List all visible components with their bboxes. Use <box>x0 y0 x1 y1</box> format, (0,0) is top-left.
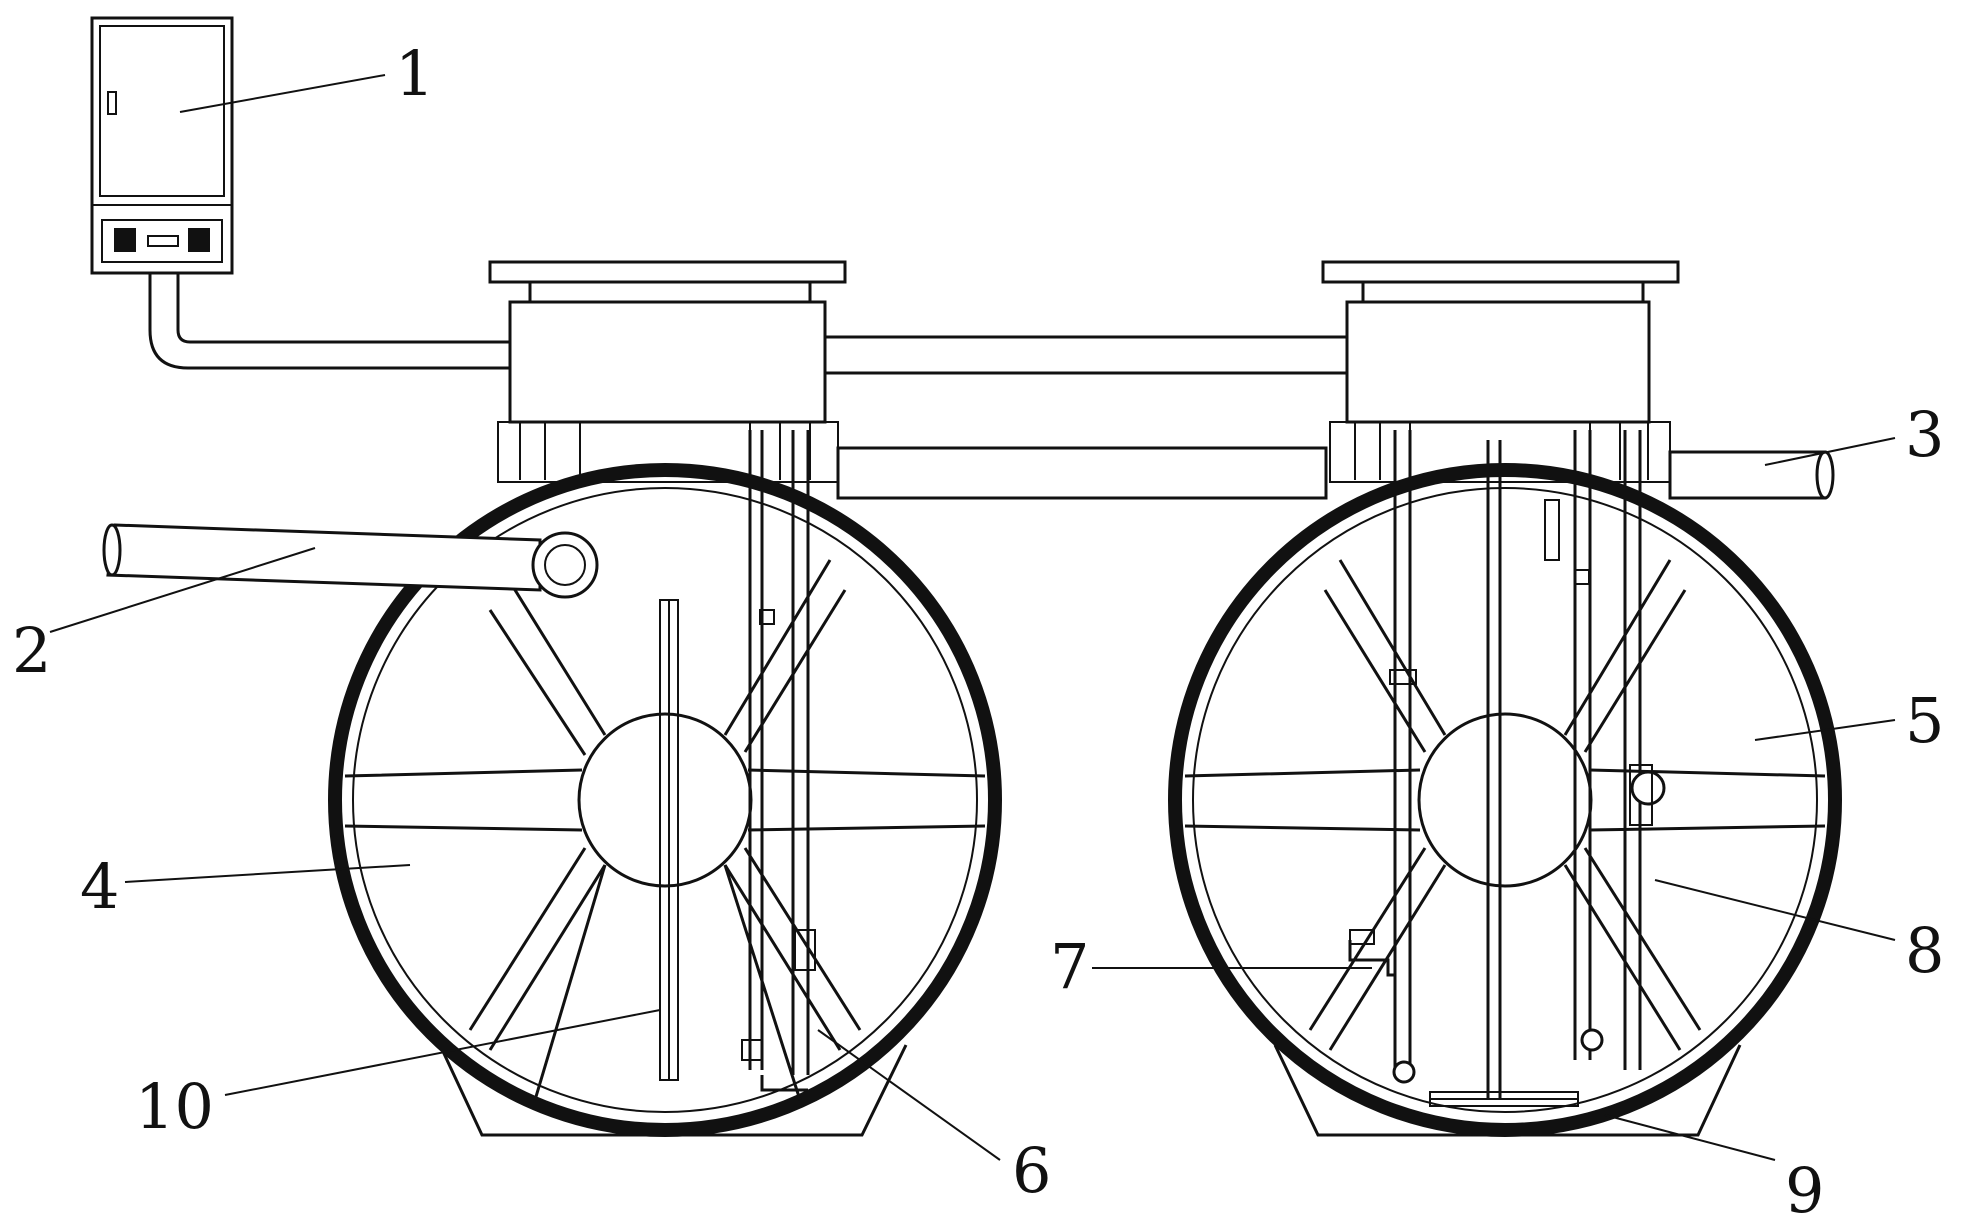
label-1: 1 <box>395 37 434 110</box>
leader-lines <box>49 74 1896 1161</box>
cabinet-pipe <box>148 273 510 370</box>
label-8: 8 <box>1905 914 1944 987</box>
tank-right <box>1168 260 1842 1137</box>
label-9: 9 <box>1785 1154 1824 1227</box>
tank-left <box>102 260 1002 1137</box>
label-7: 7 <box>1050 930 1089 1003</box>
label-10: 10 <box>135 1070 214 1143</box>
label-3: 3 <box>1905 398 1944 471</box>
label-4: 4 <box>80 850 119 923</box>
control-cabinet <box>90 16 234 275</box>
connecting-pipes <box>823 335 1349 500</box>
label-5: 5 <box>1905 684 1944 757</box>
label-2: 2 <box>12 614 51 687</box>
label-6: 6 <box>1012 1134 1051 1207</box>
